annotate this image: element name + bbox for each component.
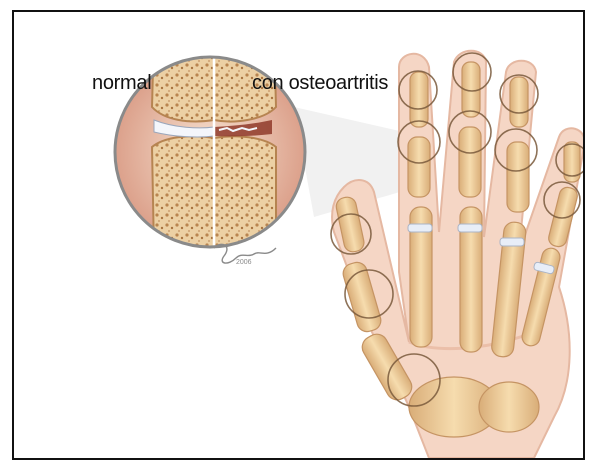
label-normal: normal bbox=[92, 72, 151, 95]
illustration-frame: 2006 normal con osteoartritis bbox=[12, 10, 585, 460]
signature-year: 2006 bbox=[236, 259, 252, 266]
label-osteoarthritis: con osteoartritis bbox=[252, 72, 388, 95]
magnified-joint-lens bbox=[115, 32, 305, 252]
